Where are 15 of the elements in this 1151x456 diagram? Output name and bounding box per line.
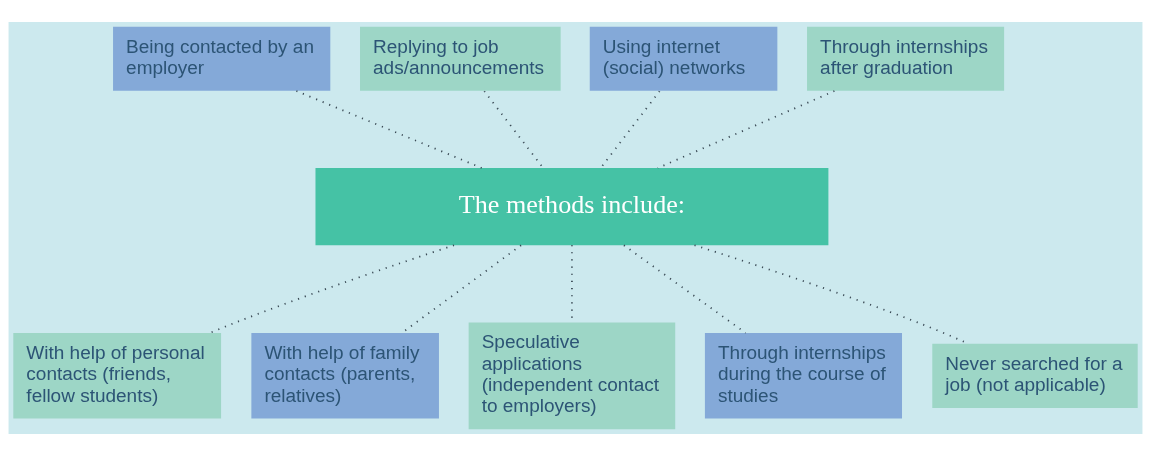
node-box: With help of personal contacts (friends, fellow students) [13, 333, 222, 419]
node-box: Never searched for a job (not applicable) [932, 343, 1138, 408]
connector [483, 90, 544, 169]
node-box: Using internet (social) networks [589, 26, 778, 91]
node-box: Replying to job ads/announcements [360, 26, 561, 91]
node-box: Speculative applications (independent contact to employers) [468, 322, 676, 430]
connector [600, 90, 661, 169]
node-box: Through internships during the course of studies [704, 333, 902, 419]
connector [295, 90, 483, 169]
connector [623, 244, 747, 334]
node-box: With help of family contacts (parents, relatives) [251, 333, 439, 419]
node-box: The methods include: [315, 168, 829, 246]
node-box: Through internships after graduation [807, 26, 1005, 91]
node-box: Being contacted by an employer [113, 26, 331, 91]
connector [208, 244, 455, 334]
